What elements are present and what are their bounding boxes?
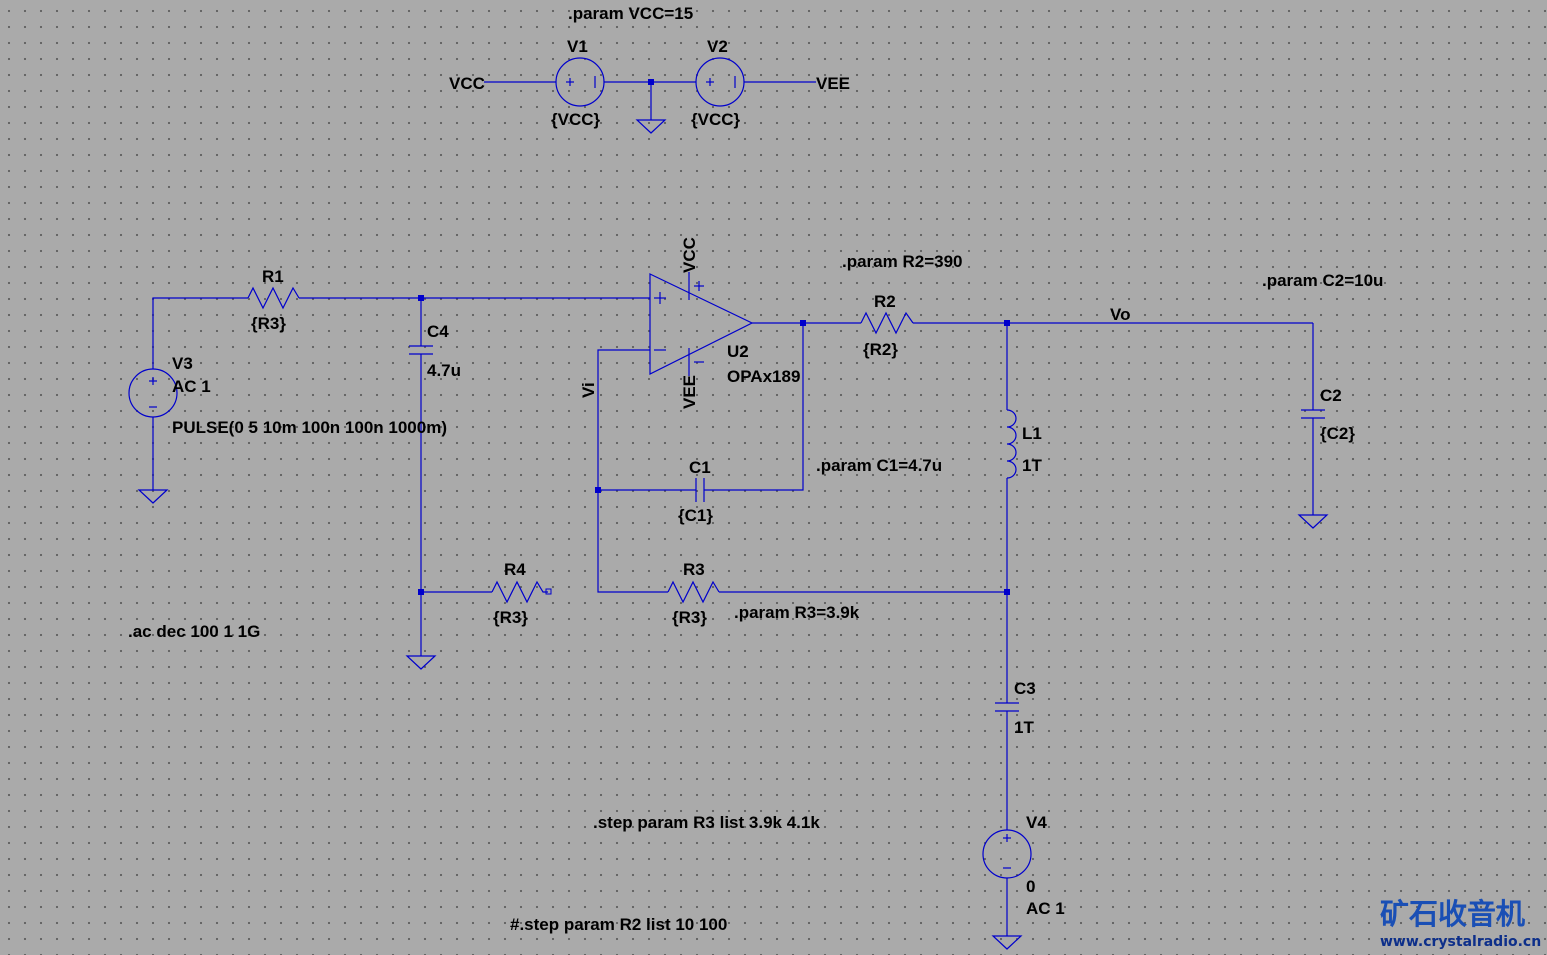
resistor-r4[interactable]	[491, 580, 548, 604]
voltage-source-v4[interactable]	[982, 829, 1032, 879]
opamp-u2[interactable]	[649, 272, 754, 376]
param-c1-directive[interactable]: .param C1=4.7u	[816, 456, 942, 475]
c2-name-label[interactable]: C2	[1320, 386, 1342, 405]
resistor-r3[interactable]	[667, 580, 720, 604]
v3-name-label[interactable]: V3	[172, 354, 193, 373]
l1-value-label[interactable]: 1T	[1022, 456, 1042, 475]
v1-name-label[interactable]: V1	[567, 37, 588, 56]
v4-ac-label[interactable]: AC 1	[1026, 899, 1065, 918]
v1-value-label[interactable]: {VCC}	[551, 110, 601, 129]
watermark-chinese-text: 矿石收音机	[1380, 897, 1525, 931]
c3-name-label[interactable]: C3	[1014, 679, 1036, 698]
c1-value-label[interactable]: {C1}	[678, 506, 713, 525]
v3-ac-label[interactable]: AC 1	[172, 377, 211, 396]
param-c2-directive[interactable]: .param C2=10u	[1262, 271, 1383, 290]
r2-value-label[interactable]: {R2}	[863, 340, 898, 359]
c3-value-label[interactable]: 1T	[1014, 718, 1034, 737]
r4-name-label[interactable]: R4	[504, 560, 526, 579]
u2-name-label[interactable]: U2	[727, 342, 749, 361]
capacitor-c3[interactable]	[995, 702, 1019, 712]
voltage-source-v3[interactable]	[128, 368, 178, 418]
junction-dot	[418, 295, 424, 301]
param-vcc-directive[interactable]: .param VCC=15	[568, 4, 693, 23]
voltage-source-v2[interactable]	[695, 57, 745, 107]
r3-name-label[interactable]: R3	[683, 560, 705, 579]
step-r2-comment[interactable]: #.step param R2 list 10 100	[510, 915, 727, 934]
v2-name-label[interactable]: V2	[707, 37, 728, 56]
r1-name-label[interactable]: R1	[262, 267, 284, 286]
net-label-vi[interactable]: Vi	[579, 382, 598, 398]
watermark-url-text: www.crystalradio.cn	[1380, 934, 1541, 950]
r2-name-label[interactable]: R2	[874, 292, 896, 311]
ground-symbol-supply[interactable]	[635, 119, 667, 134]
u2-model-label[interactable]: OPAx189	[727, 367, 800, 386]
step-r3-directive[interactable]: .step param R3 list 3.9k 4.1k	[593, 813, 820, 832]
watermark: 矿石收音机 www.crystalradio.cn	[1380, 897, 1541, 950]
wire-c1-right[interactable]	[704, 323, 804, 491]
v4-dc-label[interactable]: 0	[1026, 877, 1035, 896]
inductor-l1[interactable]	[1006, 409, 1017, 479]
ground-symbol-c4[interactable]	[405, 655, 437, 670]
junction-dot	[418, 589, 424, 595]
junction-dot	[1004, 320, 1010, 326]
l1-name-label[interactable]: L1	[1022, 424, 1042, 443]
opamp-vcc-label[interactable]: VCC	[680, 237, 699, 273]
wire-vi-feedback[interactable]	[597, 349, 668, 593]
junction-dot	[595, 487, 601, 493]
param-r2-directive[interactable]: .param R2=390	[842, 252, 963, 271]
resistor-r1[interactable]	[247, 286, 300, 310]
c1-name-label[interactable]: C1	[689, 458, 711, 477]
param-r3-directive[interactable]: .param R3=3.9k	[734, 603, 860, 622]
capacitor-c4[interactable]	[409, 345, 433, 355]
ground-symbol-v4[interactable]	[991, 935, 1023, 950]
ground-symbol-v3[interactable]	[137, 489, 169, 504]
resistor-r2[interactable]	[860, 311, 914, 335]
junction-dot	[1004, 589, 1010, 595]
junction-dot	[800, 320, 806, 326]
junction-dot	[648, 79, 654, 85]
ac-analysis-directive[interactable]: .ac dec 100 1 1G	[128, 622, 260, 641]
ground-symbol-c2[interactable]	[1297, 514, 1329, 529]
r4-value-label[interactable]: {R3}	[493, 608, 528, 627]
wire-v3-r1[interactable]	[152, 297, 248, 369]
opamp-vee-label[interactable]: VEE	[680, 375, 699, 409]
open-pin-terminal	[545, 588, 552, 595]
capacitor-c1[interactable]	[695, 478, 705, 502]
net-label-vcc[interactable]: VCC	[449, 74, 485, 93]
v4-name-label[interactable]: V4	[1026, 813, 1047, 832]
r3-value-label[interactable]: {R3}	[672, 608, 707, 627]
c4-name-label[interactable]: C4	[427, 322, 449, 341]
r1-value-label[interactable]: {R3}	[251, 314, 286, 333]
voltage-source-v1[interactable]	[555, 57, 605, 107]
v2-value-label[interactable]: {VCC}	[691, 110, 741, 129]
c4-value-label[interactable]: 4.7u	[427, 361, 461, 380]
net-label-vee[interactable]: VEE	[816, 74, 850, 93]
main-wires	[152, 295, 1314, 936]
v3-pulse-label[interactable]: PULSE(0 5 10m 100n 100n 1000m)	[172, 418, 447, 437]
net-label-vo[interactable]: Vo	[1110, 305, 1130, 324]
capacitor-c2[interactable]	[1301, 409, 1325, 419]
c2-value-label[interactable]: {C2}	[1320, 424, 1355, 443]
supply-section: .param VCC=15 V1 {VCC} V2 {VCC} VCC VEE	[449, 4, 850, 134]
